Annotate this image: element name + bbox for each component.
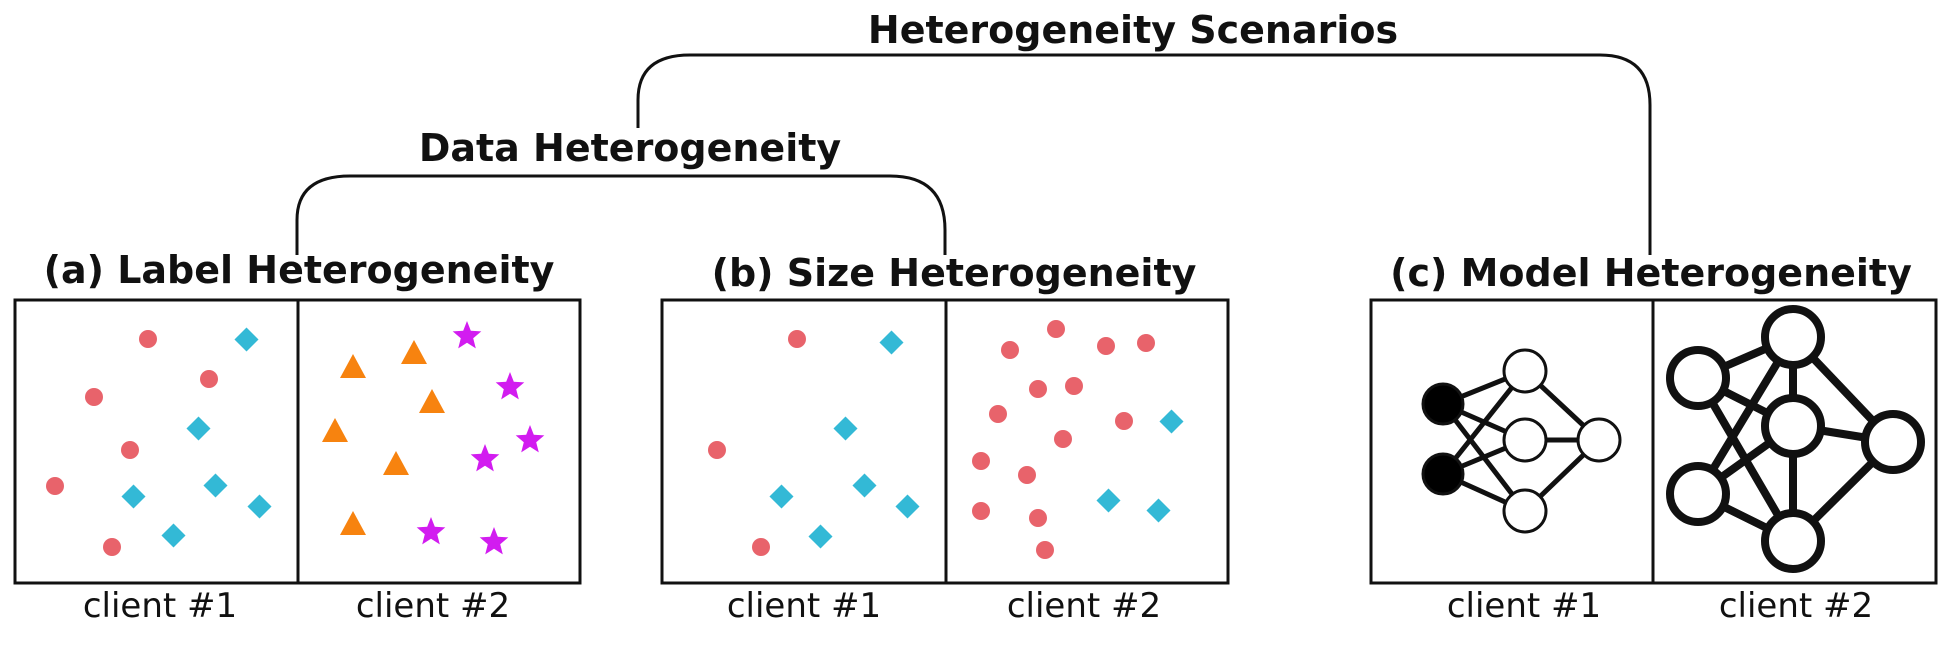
panel-b-client1-points <box>708 330 920 556</box>
data-point-circle <box>1036 541 1054 559</box>
data-point-diamond <box>121 484 146 509</box>
data-point-circle <box>1065 377 1083 395</box>
data-point-diamond <box>808 524 833 549</box>
nn-node <box>1761 394 1825 458</box>
data-point-circle <box>200 370 218 388</box>
data-point-circle <box>1001 341 1019 359</box>
panel-a-client2-label: client #2 <box>356 586 510 626</box>
data-point-circle <box>139 330 157 348</box>
data-point-diamond <box>234 327 259 352</box>
data-point-star <box>416 517 446 545</box>
panel-b-title: (b) Size Heterogeneity <box>712 251 1197 295</box>
panel-c-frame <box>1369 298 1938 585</box>
data-point-circle <box>972 502 990 520</box>
nn-input-node <box>1421 452 1465 496</box>
data-point-circle <box>121 441 139 459</box>
data-point-triangle <box>383 451 409 475</box>
data-point-circle <box>1018 466 1036 484</box>
data-point-triangle <box>322 418 348 442</box>
data-point-diamond <box>879 330 904 355</box>
data-point-diamond <box>1159 409 1184 434</box>
data-point-circle <box>1047 320 1065 338</box>
data-point-circle <box>1029 509 1047 527</box>
data-point-circle <box>788 330 806 348</box>
data-point-diamond <box>833 416 858 441</box>
data-point-circle <box>752 538 770 556</box>
panel-b-client2-points <box>972 320 1184 559</box>
data-point-diamond <box>247 494 272 519</box>
scenarios-bracket <box>636 53 1652 255</box>
data-heterogeneity-bracket <box>295 174 947 255</box>
data-point-star <box>470 444 500 472</box>
data-group-title: Data Heterogeneity <box>419 126 842 170</box>
data-point-diamond <box>895 494 920 519</box>
panel-a-frame <box>13 298 582 585</box>
panel-a-client2-points <box>322 321 545 555</box>
nn-node <box>1666 462 1730 526</box>
data-point-triangle <box>419 389 445 413</box>
data-point-diamond <box>1096 488 1121 513</box>
data-point-diamond <box>852 473 877 498</box>
data-point-circle <box>708 441 726 459</box>
data-point-star <box>479 527 509 555</box>
panel-a-client1-label: client #1 <box>83 586 237 626</box>
data-point-circle <box>1029 380 1047 398</box>
panel-b-client1-label: client #1 <box>727 586 881 626</box>
data-point-triangle <box>340 354 366 378</box>
panel-b-client2-label: client #2 <box>1007 586 1161 626</box>
nn-node <box>1761 509 1825 573</box>
data-point-triangle <box>340 511 366 535</box>
main-title: Heterogeneity Scenarios <box>868 8 1398 52</box>
nn-node <box>1666 346 1730 410</box>
data-point-circle <box>1137 334 1155 352</box>
data-point-diamond <box>203 473 228 498</box>
data-point-circle <box>989 405 1007 423</box>
data-point-diamond <box>769 484 794 509</box>
panel-a-client1-points <box>46 327 272 556</box>
data-point-star <box>495 372 525 400</box>
panel-c-client2-network <box>1666 305 1925 573</box>
nn-node <box>1761 305 1825 369</box>
panel-b-frame <box>660 298 1230 585</box>
data-point-diamond <box>161 523 186 548</box>
data-point-circle <box>1115 412 1133 430</box>
nn-hidden-node <box>1502 417 1548 463</box>
panel-c-client1-label: client #1 <box>1447 586 1601 626</box>
panel-c-client1-network <box>1421 348 1622 534</box>
data-point-star <box>515 425 545 453</box>
nn-hidden-node <box>1502 488 1548 534</box>
panel-c-client2-label: client #2 <box>1719 586 1873 626</box>
panel-c-title: (c) Model Heterogeneity <box>1390 251 1912 295</box>
nn-input-node <box>1421 382 1465 426</box>
data-point-circle <box>972 452 990 470</box>
data-point-diamond <box>1146 498 1171 523</box>
data-point-star <box>452 321 482 349</box>
nn-output-node <box>1576 417 1622 463</box>
data-point-circle <box>1097 337 1115 355</box>
data-point-circle <box>1054 430 1072 448</box>
nn-node <box>1861 410 1925 474</box>
data-point-triangle <box>401 340 427 364</box>
data-point-circle <box>85 388 103 406</box>
panel-a-title: (a) Label Heterogeneity <box>44 248 555 292</box>
data-point-circle <box>46 477 64 495</box>
nn-hidden-node <box>1502 348 1548 394</box>
data-point-diamond <box>186 416 211 441</box>
data-point-circle <box>103 538 121 556</box>
